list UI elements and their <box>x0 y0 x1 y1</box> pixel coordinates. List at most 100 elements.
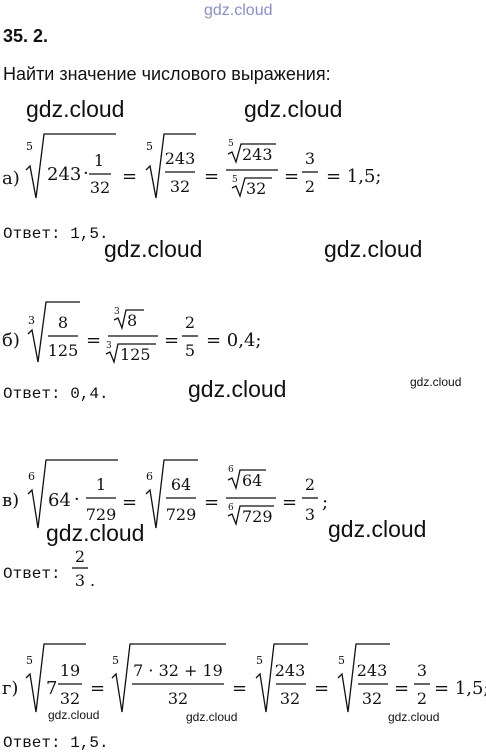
svg-text:125: 125 <box>48 341 79 360</box>
part-v-label: в) <box>2 490 19 511</box>
svg-text:32: 32 <box>170 177 190 196</box>
svg-text:3: 3 <box>106 341 112 351</box>
svg-text:32: 32 <box>362 689 382 708</box>
part-a-label: а) <box>2 168 20 189</box>
svg-text:32: 32 <box>90 178 110 197</box>
svg-text:2: 2 <box>305 475 315 494</box>
svg-text:=: = <box>394 678 409 699</box>
svg-text:=: = <box>204 166 219 187</box>
svg-text:1: 1 <box>94 151 104 170</box>
svg-text:=: = <box>122 492 137 513</box>
watermark: gdz.cloud <box>324 236 423 262</box>
svg-text:.: . <box>90 571 95 590</box>
equation-b: б) 3 8 125 = 3 8 3 125 = 2 5 = 0,4; <box>0 290 486 370</box>
answer-b: Ответ: 0,4. <box>3 385 109 403</box>
svg-text:5: 5 <box>256 654 263 667</box>
answer-v: 2 3 . <box>70 546 110 594</box>
svg-text:=: = <box>90 678 105 699</box>
svg-text:243: 243 <box>275 661 306 680</box>
svg-text:32: 32 <box>168 689 188 708</box>
svg-text:1: 1 <box>96 475 106 494</box>
watermark: gdz.cloud <box>104 236 203 262</box>
svg-text:5: 5 <box>26 654 33 667</box>
answer-label: Ответ: <box>3 734 61 752</box>
svg-text:;: ; <box>322 492 328 513</box>
svg-text:5: 5 <box>232 175 238 185</box>
svg-text:2: 2 <box>305 177 315 196</box>
svg-text:243: 243 <box>47 164 81 185</box>
svg-text:5: 5 <box>185 341 195 360</box>
svg-text:=: = <box>204 492 219 513</box>
svg-text:243: 243 <box>357 661 388 680</box>
svg-text:64: 64 <box>48 490 71 511</box>
svg-text:5: 5 <box>112 654 119 667</box>
answer-value: 0,4. <box>70 385 109 403</box>
svg-text:32: 32 <box>246 179 266 198</box>
watermark-top: gdz.cloud <box>204 2 273 19</box>
svg-text:8: 8 <box>58 313 68 332</box>
svg-text:32: 32 <box>60 689 80 708</box>
svg-text:6: 6 <box>28 470 35 483</box>
part-b-label: б) <box>2 330 20 351</box>
svg-text:3: 3 <box>417 661 427 680</box>
svg-text:3: 3 <box>28 314 35 327</box>
watermark: gdz.cloud <box>186 710 238 724</box>
watermark: gdz.cloud <box>188 376 287 402</box>
svg-text:5: 5 <box>228 139 234 149</box>
watermark: gdz.cloud <box>244 96 343 122</box>
svg-text:3: 3 <box>305 149 315 168</box>
svg-text:64: 64 <box>242 471 262 490</box>
svg-text:3: 3 <box>75 571 85 590</box>
answer-value: 1,5. <box>70 225 109 243</box>
svg-text:729: 729 <box>86 505 117 524</box>
svg-text:=: = <box>86 330 101 351</box>
problem-number: 35. 2. <box>3 26 49 46</box>
svg-text:6: 6 <box>228 503 234 513</box>
svg-text:32: 32 <box>280 689 300 708</box>
svg-text:243: 243 <box>165 149 196 168</box>
svg-text:729: 729 <box>166 505 197 524</box>
svg-text:243: 243 <box>242 145 273 164</box>
svg-text:7: 7 <box>46 678 57 699</box>
answer-g: Ответ: 1,5. <box>3 734 109 752</box>
svg-text:= 0,4;: = 0,4; <box>206 330 262 351</box>
svg-text:125: 125 <box>120 345 151 364</box>
watermark: gdz.cloud <box>46 520 145 546</box>
answer-v-label: Ответ: <box>3 565 61 583</box>
part-g-label: г) <box>2 678 18 699</box>
svg-text:·: · <box>83 163 89 184</box>
answer-label: Ответ: <box>3 225 61 243</box>
svg-text:6: 6 <box>228 465 234 475</box>
svg-text:·: · <box>74 489 80 510</box>
svg-text:=: = <box>282 492 297 513</box>
watermark: gdz.cloud <box>388 710 440 724</box>
svg-text:=: = <box>232 678 247 699</box>
svg-text:=: = <box>284 166 299 187</box>
watermark: gdz.cloud <box>328 516 427 542</box>
answer-a: Ответ: 1,5. <box>3 225 109 243</box>
svg-text:3: 3 <box>114 307 120 317</box>
svg-text:=: = <box>122 166 137 187</box>
svg-text:6: 6 <box>146 470 153 483</box>
svg-text:8: 8 <box>127 311 137 330</box>
svg-text:2: 2 <box>417 689 427 708</box>
svg-text:3: 3 <box>305 505 315 524</box>
svg-text:2: 2 <box>75 547 85 566</box>
answer-value: 1,5. <box>70 734 109 752</box>
answer-label: Ответ: <box>3 385 61 403</box>
svg-text:64: 64 <box>171 475 191 494</box>
svg-text:5: 5 <box>26 140 33 153</box>
svg-text:5: 5 <box>338 654 345 667</box>
svg-text:=: = <box>314 678 329 699</box>
svg-text:19: 19 <box>60 661 80 680</box>
equation-g: г) 5 7 19 32 = 5 7 · 32 + 19 32 = 5 243 … <box>0 634 486 714</box>
watermark: gdz.cloud <box>410 375 462 389</box>
svg-text:= 1,5;: = 1,5; <box>434 678 486 699</box>
svg-text:7 · 32 + 19: 7 · 32 + 19 <box>133 661 223 680</box>
svg-text:= 1,5;: = 1,5; <box>326 166 382 187</box>
watermark: gdz.cloud <box>48 708 100 722</box>
svg-text:5: 5 <box>146 140 153 153</box>
svg-text:=: = <box>164 330 179 351</box>
equation-a: а) 5 243 · 1 32 = 5 243 32 = 5 243 5 32 … <box>0 126 486 206</box>
watermark: gdz.cloud <box>26 96 125 122</box>
